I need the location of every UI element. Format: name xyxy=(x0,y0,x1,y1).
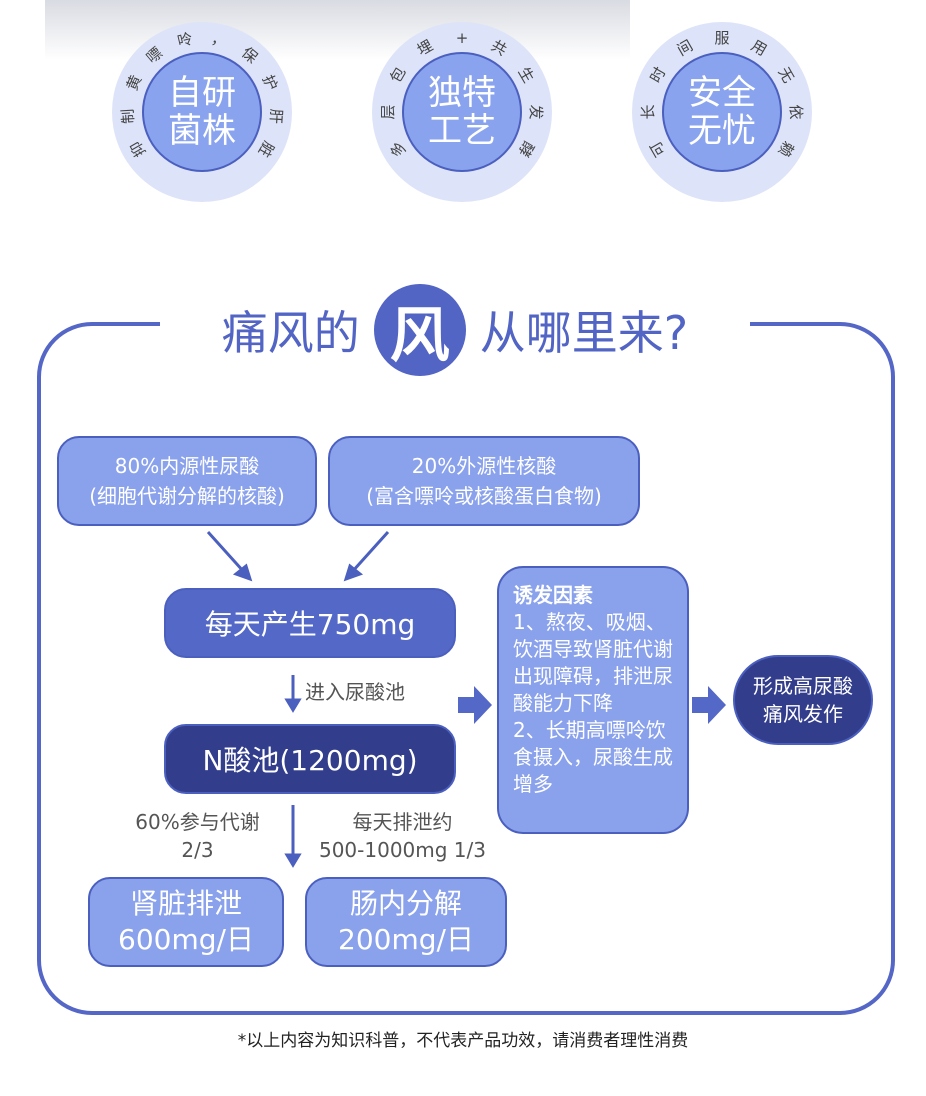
badge-self-developed-strain: 抑制黄嘌呤，保护肝脏 自研菌株 xyxy=(112,22,292,202)
ring-char: 护 xyxy=(259,72,281,93)
trigger-body: 1、熬夜、吸烟、饮酒导致肾脏代谢出现障碍，排泄尿酸能力下降 2、长期高嘌呤饮食摄… xyxy=(513,610,673,796)
enter-pool-label: 进入尿酸池 xyxy=(305,680,405,704)
section-title: 痛风的 风 从哪里来? xyxy=(160,284,750,376)
ring-char: 服 xyxy=(714,29,729,47)
ring-char: 发 xyxy=(527,104,545,119)
arrow-head xyxy=(343,563,364,582)
ring-char: 呤 xyxy=(176,30,195,51)
ring-char: 制 xyxy=(119,108,138,124)
ring-char: 长 xyxy=(639,104,657,119)
arrow-head xyxy=(232,563,253,582)
ring-char: 黄 xyxy=(123,72,145,93)
badge-unique-process: 多层包埋+共生发酵 独特工艺 xyxy=(372,22,552,202)
trigger-factors: 诱发因素 1、熬夜、吸烟、饮酒导致肾脏代谢出现障碍，排泄尿酸能力下降 2、长期高… xyxy=(497,566,689,834)
source-endogenous: 80%内源性尿酸(细胞代谢分解的核酸) xyxy=(57,436,317,526)
ring-char: + xyxy=(456,29,469,47)
badge-safe: 可长时间服用无依赖 安全无忧 xyxy=(632,22,812,202)
footnote: *以上内容为知识科普，不代表产品功效，请消费者理性消费 xyxy=(237,1031,689,1051)
source-exogenous: 20%外源性核酸(富含嘌呤或核酸蛋白食物) xyxy=(328,436,640,526)
ring-char: ， xyxy=(210,30,229,51)
title-highlight: 风 xyxy=(373,284,466,376)
ring-char: 依 xyxy=(787,104,805,119)
result-gout: 形成高尿酸痛风发作 xyxy=(733,655,873,745)
badge-title: 安全无忧 xyxy=(662,52,782,172)
title-after: 从哪里来? xyxy=(479,306,689,360)
title-before: 痛风的 xyxy=(221,306,360,360)
uric-acid-pool: N酸池(1200mg) xyxy=(164,724,456,794)
arrow-right-icon xyxy=(458,686,492,724)
ring-text: 可长时间服用无依赖 xyxy=(639,29,805,160)
trigger-title: 诱发因素 xyxy=(513,583,593,607)
daily-production: 每天产生750mg xyxy=(164,588,456,658)
arrow-right-icon xyxy=(692,686,726,724)
badge-title: 独特工艺 xyxy=(402,52,522,172)
ring-char: 层 xyxy=(379,104,397,119)
badge-title: 自研菌株 xyxy=(142,52,262,172)
ring-char: 肝 xyxy=(266,108,285,124)
